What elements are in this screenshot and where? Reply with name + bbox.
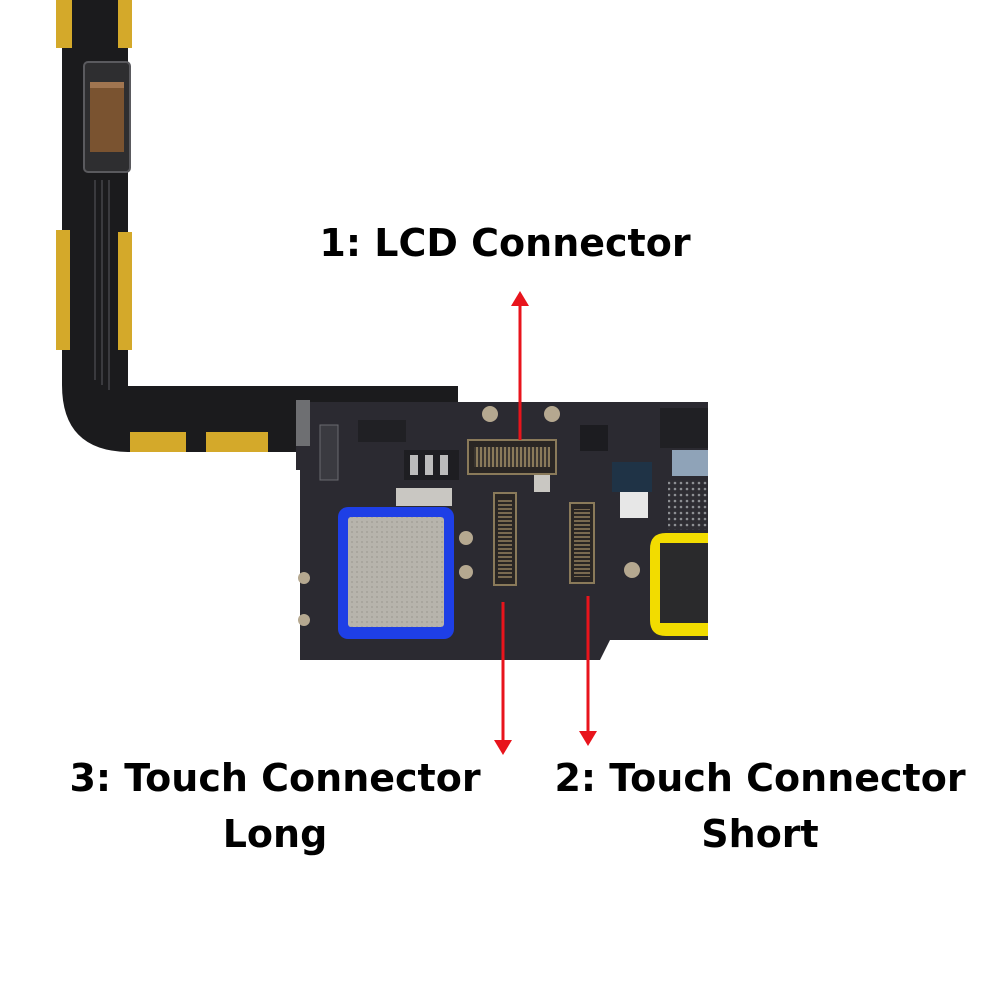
arrow-touch-short: [579, 596, 597, 746]
arrow-touch-long: [494, 602, 512, 755]
label-long-line1: 3: Touch Connector: [69, 756, 481, 800]
label-short-line2: Short: [701, 812, 819, 856]
label-short-line1: 2: Touch Connector: [554, 756, 966, 800]
blue-highlighted-chip: [338, 507, 454, 639]
label-touch-connector-short: 2: Touch Connector Short: [530, 750, 990, 862]
label-touch-connector-long: 3: Touch Connector Long: [40, 750, 510, 862]
label-lcd-text: 1: LCD Connector: [319, 221, 691, 265]
lcd-connector: [467, 439, 557, 475]
touch-connector-long: [493, 492, 517, 586]
touch-connector-short: [569, 502, 595, 584]
label-lcd-connector: 1: LCD Connector: [290, 215, 720, 271]
arrow-lcd: [511, 291, 529, 440]
label-long-line2: Long: [222, 812, 328, 856]
flex-cable: [56, 0, 458, 452]
yellow-highlighted-chip: [650, 533, 708, 636]
